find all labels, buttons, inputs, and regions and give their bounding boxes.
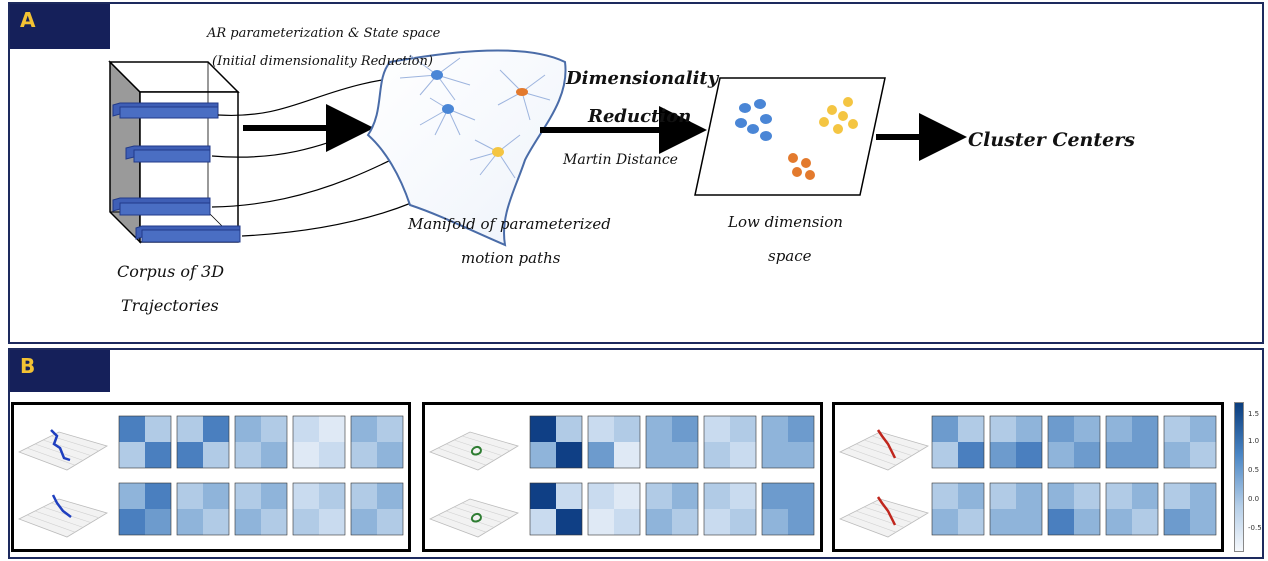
- cluster-centers-label: Cluster Centers: [968, 129, 1135, 151]
- matrix-heatmap: [1105, 482, 1159, 536]
- colorbar: [1234, 402, 1244, 552]
- matrix-heatmap: [350, 415, 404, 469]
- dr-line2: Reduction: [588, 106, 692, 127]
- trajectory-bar: [112, 102, 219, 119]
- matrix-heatmap: [234, 415, 288, 469]
- cluster-group-green: [422, 402, 823, 552]
- matrix-heatmap: [1105, 415, 1159, 469]
- matrix-heatmap: [645, 415, 699, 469]
- manifold-line2: motion paths: [461, 249, 561, 267]
- matrix-heatmap: [587, 482, 641, 536]
- trajectory-3d-thumbnail: [429, 498, 519, 538]
- matrix-heatmap: [645, 482, 699, 536]
- ar-title-line1: AR parameterization & State space: [207, 26, 441, 41]
- matrix-heatmap: [703, 482, 757, 536]
- trajectory-3d-thumbnail: [18, 429, 108, 471]
- matrix-heatmap: [931, 415, 985, 469]
- trajectory-3d-thumbnail: [429, 431, 519, 471]
- matrix-heatmap: [587, 415, 641, 469]
- colorbar-tick-label: 0.0: [1248, 495, 1260, 503]
- trajectory-3d-thumbnail: [839, 496, 929, 538]
- panel-a-tag: A: [10, 4, 110, 49]
- matrix-heatmap: [989, 482, 1043, 536]
- cluster-group-blue: [11, 402, 411, 552]
- matrix-heatmap: [761, 482, 815, 536]
- corpus-cube: [108, 60, 241, 244]
- matrix-heatmap: [529, 482, 583, 536]
- low-dim-line1: Low dimension: [728, 213, 843, 231]
- matrix-heatmap: [292, 482, 346, 536]
- cluster-group-red: [832, 402, 1224, 552]
- trajectory-3d-thumbnail: [18, 494, 108, 538]
- panel-b-tag: B: [10, 350, 110, 392]
- dr-line1: Dimensionality: [566, 68, 719, 89]
- matrix-heatmap: [703, 415, 757, 469]
- matrix-heatmap: [350, 482, 404, 536]
- colorbar-tick-label: 1.5: [1248, 410, 1260, 418]
- trajectory-bar: [125, 145, 211, 163]
- corpus-line1: Corpus of 3D: [117, 262, 225, 281]
- colorbar-tick-label: 0.5: [1248, 466, 1260, 474]
- colorbar-tick-label: 1.0: [1248, 437, 1260, 445]
- matrix-heatmap: [1163, 482, 1217, 536]
- matrix-heatmap: [529, 415, 583, 469]
- matrix-heatmap: [989, 415, 1043, 469]
- matrix-heatmap: [1163, 415, 1217, 469]
- trajectory-bar: [135, 225, 241, 243]
- matrix-heatmap: [1047, 482, 1101, 536]
- matrix-heatmap: [118, 482, 172, 536]
- manifold-surface: [366, 49, 567, 247]
- colorbar-tick-label: -0.5: [1248, 524, 1262, 532]
- trajectory-3d-thumbnail: [839, 429, 929, 471]
- matrix-heatmap: [292, 415, 346, 469]
- matrix-heatmap: [118, 415, 172, 469]
- martin-distance: Martin Distance: [563, 152, 678, 168]
- corpus-line2: Trajectories: [121, 296, 219, 315]
- matrix-heatmap: [931, 482, 985, 536]
- manifold-line1: Manifold of parameterized: [408, 215, 611, 233]
- low-dimension-plane: [694, 77, 886, 196]
- matrix-heatmap: [176, 482, 230, 536]
- trajectory-bar: [112, 197, 211, 216]
- matrix-heatmap: [1047, 415, 1101, 469]
- ar-title-line2: (Initial dimensionality Reduction): [212, 54, 433, 69]
- low-dim-line2: space: [768, 247, 812, 265]
- matrix-heatmap: [761, 415, 815, 469]
- matrix-heatmap: [234, 482, 288, 536]
- matrix-heatmap: [176, 415, 230, 469]
